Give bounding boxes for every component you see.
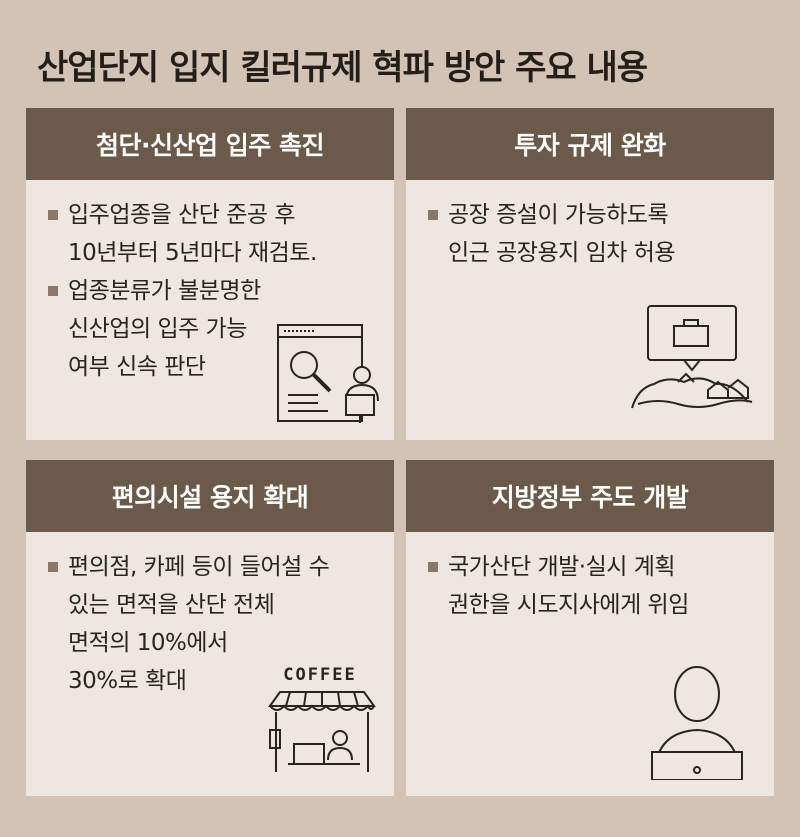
bullet-text: 업종분류가 불분명한 신산업의 입주 가능 여부 신속 판단 [68,278,261,380]
bullet-square-icon [48,286,58,296]
card-local-government-development: 지방정부 주도 개발 국가산단 개발·실시 계획 권한을 시도지사에게 위임 [406,460,774,796]
bullet-item: 국가산단 개발·실시 계획 권한을 시도지사에게 위임 [424,548,760,624]
bullet-square-icon [428,562,438,572]
bullet-square-icon [428,210,438,220]
factory-landscape-icon [628,304,754,412]
person-laptop-icon [646,660,748,780]
bullet-square-icon [48,562,58,572]
page-title: 산업단지 입지 킬러규제 혁파 방안 주요 내용 [37,48,648,88]
card-convenience-facility: 편의시설 용지 확대 편의점, 카페 등이 들어설 수 있는 면적을 산단 전체… [26,460,394,796]
card-header: 첨단·신산업 입주 촉진 [26,108,394,180]
bullet-item: 입주업종을 산단 준공 후 10년부터 5년마다 재검토. [44,196,380,272]
card-header: 지방정부 주도 개발 [406,460,774,532]
card-advanced-industry: 첨단·신산업 입주 촉진 입주업종을 산단 준공 후 10년부터 5년마다 재검… [26,108,394,440]
bullet-text: 입주업종을 산단 준공 후 10년부터 5년마다 재검토. [68,202,317,266]
coffee-shop-icon: COFFEE [264,664,382,772]
card-investment-deregulation: 투자 규제 완화 공장 증설이 가능하도록 인근 공장용지 임차 허용 [406,108,774,440]
bullet-text: 편의점, 카페 등이 들어설 수 있는 면적을 산단 전체 면적의 10%에서 … [68,554,330,694]
bullet-text: 공장 증설이 가능하도록 인근 공장용지 임차 허용 [448,202,676,266]
bullet-item: 편의점, 카페 등이 들어설 수 있는 면적을 산단 전체 면적의 10%에서 … [44,548,380,700]
document-search-person-icon [276,323,386,428]
coffee-sign-text: COFFEE [283,665,356,685]
bullet-square-icon [48,210,58,220]
bullet-text: 국가산단 개발·실시 계획 권한을 시도지사에게 위임 [448,554,689,618]
bullet-item: 업종분류가 불분명한 신산업의 입주 가능 여부 신속 판단 [44,272,380,386]
bullet-item: 공장 증설이 가능하도록 인근 공장용지 임차 허용 [424,196,760,272]
card-header: 투자 규제 완화 [406,108,774,180]
card-header: 편의시설 용지 확대 [26,460,394,532]
